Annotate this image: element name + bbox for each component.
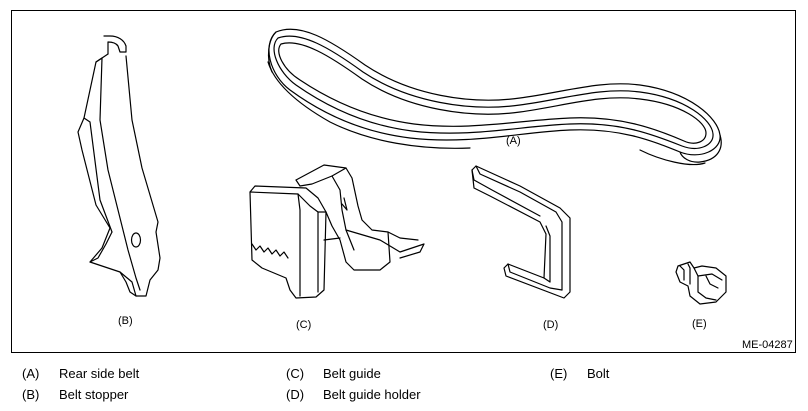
figure-id: ME-04287 [742, 339, 793, 351]
legend-text: Belt stopper [59, 387, 129, 402]
legend-text: Bolt [587, 366, 610, 381]
rear-side-belt-drawing [267, 28, 722, 166]
legend-key: (B) [22, 387, 40, 402]
belt-guide-holder-drawing [471, 165, 571, 299]
parts-legend: (A) Rear side belt (B) Belt stopper (C) … [0, 360, 808, 410]
callout-c: (C) [296, 319, 312, 331]
legend-key: (C) [286, 366, 305, 381]
legend-text: Belt guide [323, 366, 381, 381]
legend-key: (D) [286, 387, 305, 402]
legend-key: (A) [22, 366, 40, 381]
legend-text: Rear side belt [59, 366, 140, 381]
legend-text: Belt guide holder [323, 387, 421, 402]
bolt-drawing [675, 261, 727, 305]
callout-e: (E) [692, 318, 707, 330]
belt-stopper-drawing [77, 35, 161, 297]
callout-d: (D) [543, 319, 559, 331]
belt-guide-drawing [249, 164, 425, 299]
callout-a: (A) [506, 135, 521, 147]
callout-b: (B) [118, 315, 133, 327]
legend-key: (E) [550, 366, 568, 381]
